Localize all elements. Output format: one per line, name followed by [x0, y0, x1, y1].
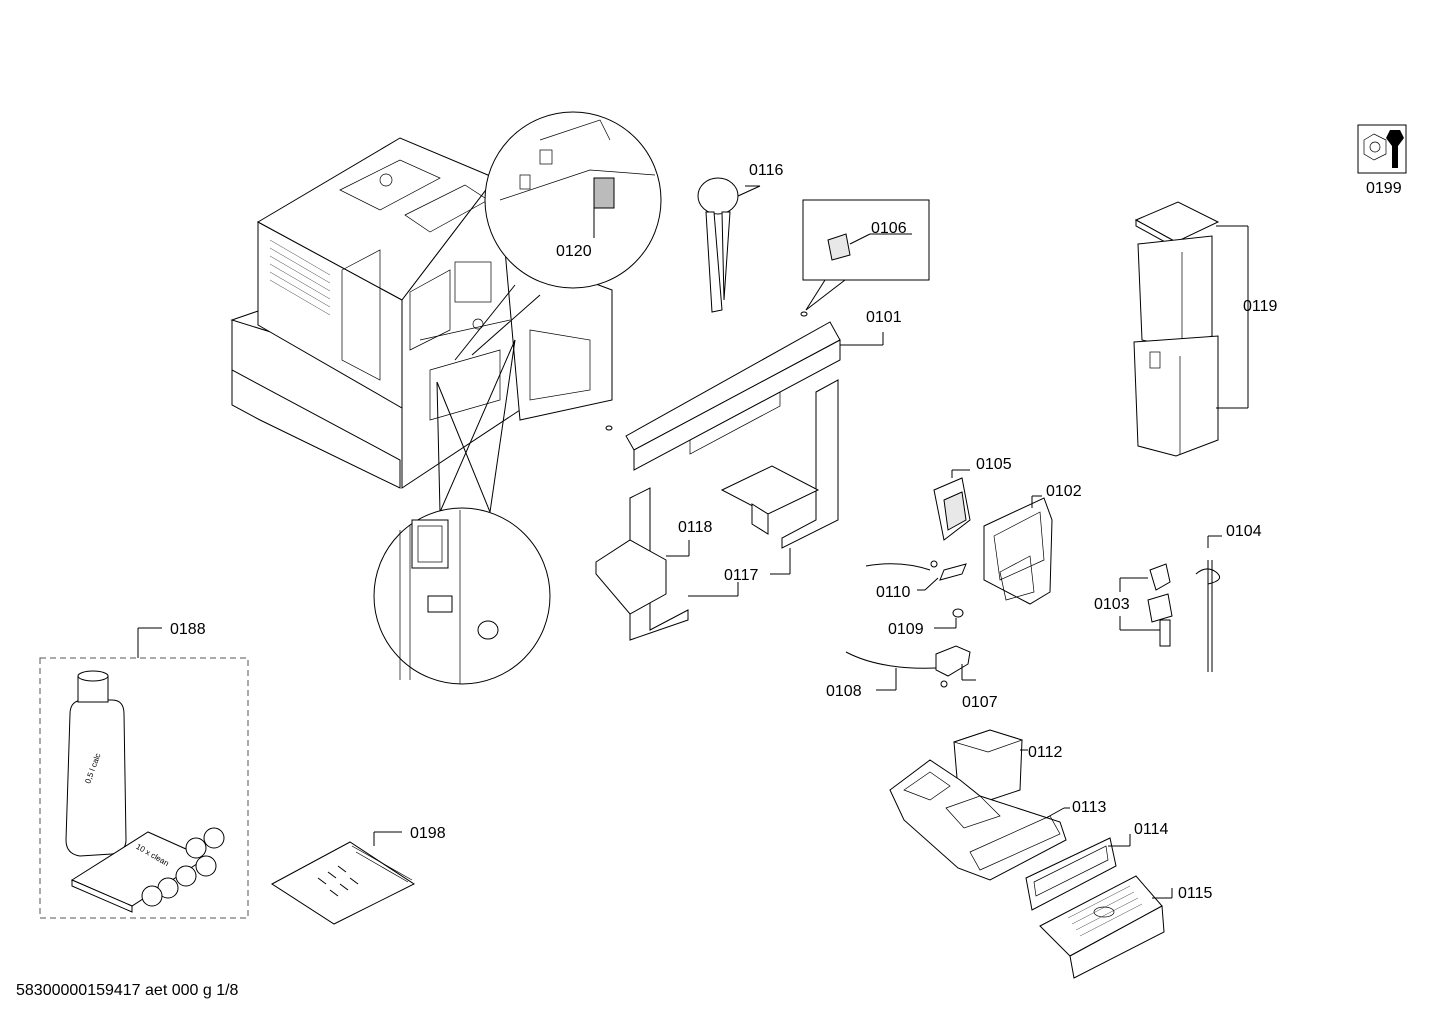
part-label-0102: 0102	[1046, 483, 1082, 500]
part-0109-washer	[934, 608, 964, 629]
appliance-body	[230, 137, 613, 489]
part-label-0198: 0198	[410, 825, 446, 842]
part-label-0118: 0118	[678, 519, 713, 536]
part-label-0109: 0109	[888, 621, 924, 638]
part-label-0104: 0104	[1226, 523, 1262, 540]
part-label-0101: 0101	[866, 309, 902, 326]
part-label-0106: 0106	[871, 220, 907, 237]
part-0102-housing	[983, 495, 1053, 605]
part-0107-sensor	[935, 645, 976, 688]
part-0103-valve	[1119, 563, 1173, 647]
part-label-0105: 0105	[976, 456, 1012, 473]
part-0112-grounds-container	[952, 729, 1028, 801]
part-label-0120: 0120	[556, 243, 592, 260]
part-0118-insulation	[595, 465, 820, 615]
part-label-0115: 0115	[1178, 885, 1213, 902]
part-0114-front-panel	[1025, 834, 1131, 911]
part-0188-care-kit: 0,5 l calc 10 x clean	[39, 627, 249, 919]
part-label-0103: 0103	[1094, 596, 1130, 613]
part-label-0188: 0188	[170, 621, 206, 638]
part-0115-drip-grid	[1039, 875, 1173, 979]
part-label-0110: 0110	[876, 584, 911, 601]
part-0110-wire	[865, 560, 967, 591]
part-label-0119: 0119	[1243, 298, 1278, 315]
part-0101-cover-strip	[605, 321, 884, 471]
part-label-0199: 0199	[1366, 180, 1402, 197]
part-label-0107: 0107	[962, 694, 998, 711]
part-label-0116: 0116	[749, 162, 784, 179]
part-0113-drip-tray	[889, 759, 1070, 881]
part-label-0113: 0113	[1072, 799, 1107, 816]
zoom-detail-bottom	[373, 339, 551, 685]
part-0108-cable	[845, 651, 937, 691]
zoom-detail-top	[454, 111, 662, 361]
part-0105-bracket	[933, 469, 971, 541]
part-label-0114: 0114	[1134, 821, 1169, 838]
part-label-0108: 0108	[826, 683, 862, 700]
part-label-0117: 0117	[724, 567, 759, 584]
part-0106-clip	[800, 199, 930, 317]
part-0119-water-tank	[1133, 201, 1249, 457]
part-0198-screw-bag	[271, 831, 416, 925]
part-0116-spoon	[697, 177, 761, 313]
drawing-number: 58300000159417 aet 000 g 1/8	[16, 982, 239, 999]
part-label-0112: 0112	[1028, 744, 1063, 761]
wrench-icon	[1357, 124, 1407, 174]
part-0104-hose	[1195, 535, 1222, 672]
